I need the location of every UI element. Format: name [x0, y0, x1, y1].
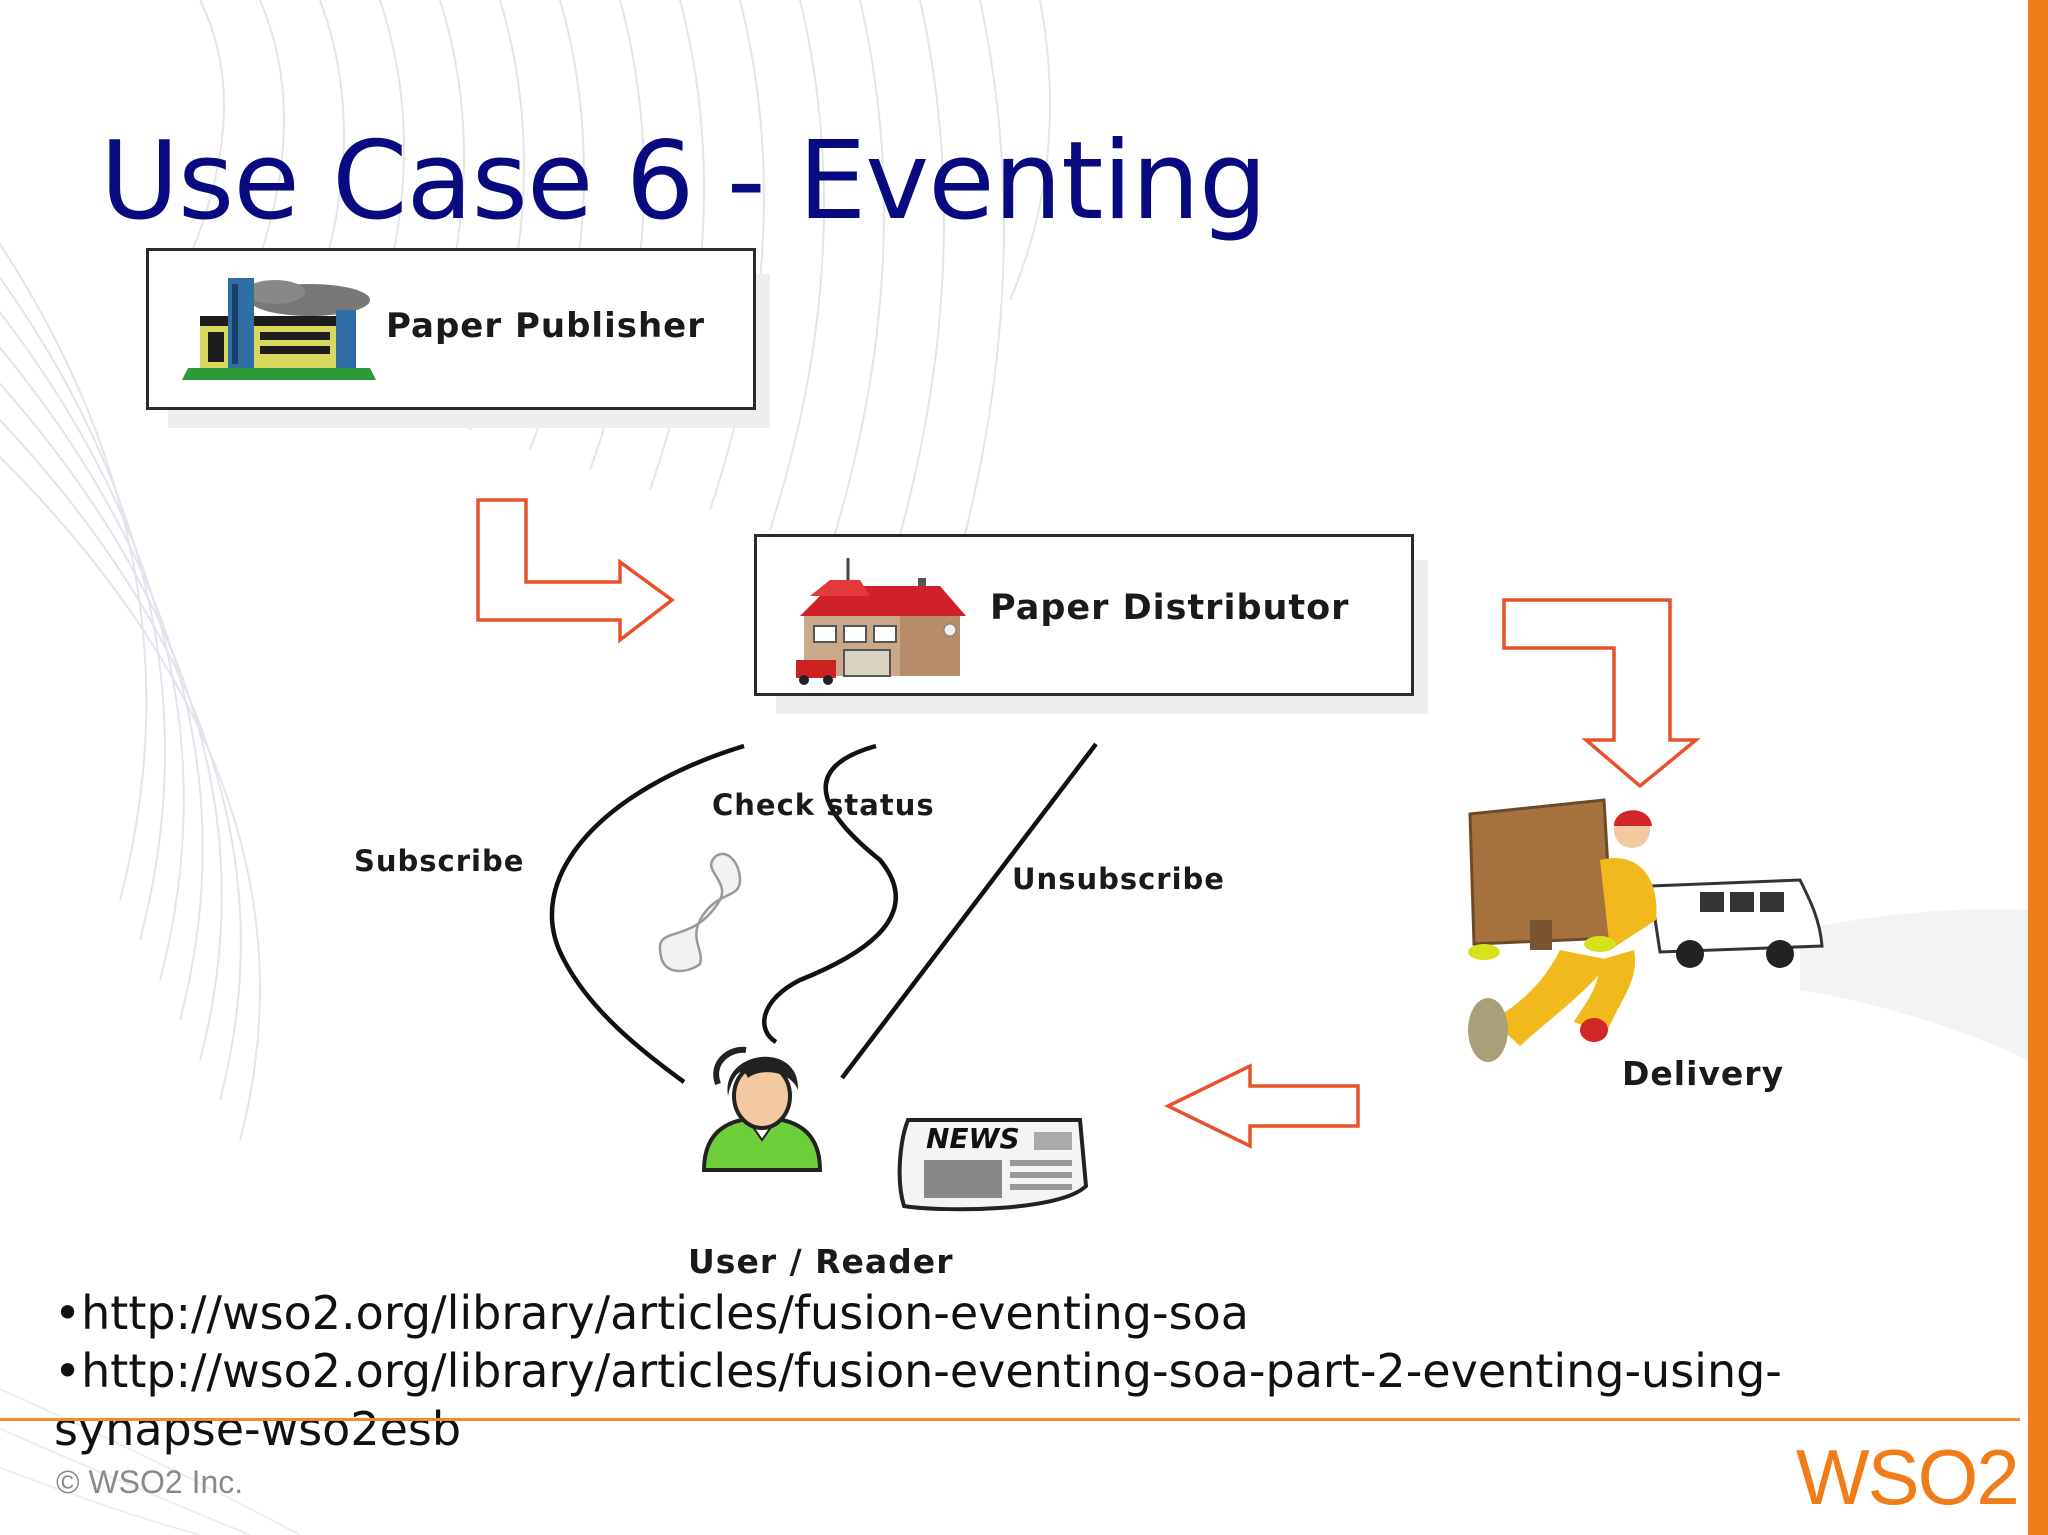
newspaper-headline: NEWS [926, 1122, 1020, 1155]
paper-publisher-label: Paper Publisher [386, 306, 705, 346]
reference-link-2[interactable]: •http://wso2.org/library/articles/fusion… [54, 1344, 1782, 1398]
right-accent-bar [2028, 0, 2048, 1535]
reference-link-2-continued[interactable]: synapse-wso2esb [54, 1402, 462, 1456]
unsubscribe-curve [840, 742, 1098, 1080]
delivery-label: Delivery [1622, 1054, 1785, 1093]
check-status-curve [762, 743, 898, 1044]
factory-building-icon [182, 278, 376, 380]
user-reader-label: User / Reader [688, 1242, 954, 1281]
delivery-man-van-icon [1468, 798, 1824, 1062]
check-status-label: Check status [712, 788, 935, 822]
slide-title: Use Case 6 - Eventing [100, 119, 1267, 244]
footer-divider [0, 1418, 2020, 1421]
subscribe-curve [549, 743, 745, 1084]
reference-link-1[interactable]: •http://wso2.org/library/articles/fusion… [54, 1286, 1249, 1340]
wso2-logo-text: WSO2 [1796, 1433, 2020, 1521]
arrow-delivery-to-reader [1164, 1063, 1360, 1149]
newspaper-icon [897, 1118, 1089, 1212]
subscribe-label: Subscribe [354, 844, 525, 878]
arrow-publisher-to-distributor [476, 498, 675, 644]
paper-distributor-label: Paper Distributor [990, 588, 1350, 628]
copyright-text: © WSO2 Inc. [56, 1464, 244, 1500]
user-avatar-icon [701, 1046, 823, 1172]
telephone-icon [658, 852, 742, 973]
arrow-distributor-to-delivery [1502, 598, 1701, 789]
wso2-logo: WSO2 [1796, 1438, 2020, 1528]
house-building-icon [796, 558, 966, 685]
unsubscribe-label: Unsubscribe [1012, 862, 1225, 896]
